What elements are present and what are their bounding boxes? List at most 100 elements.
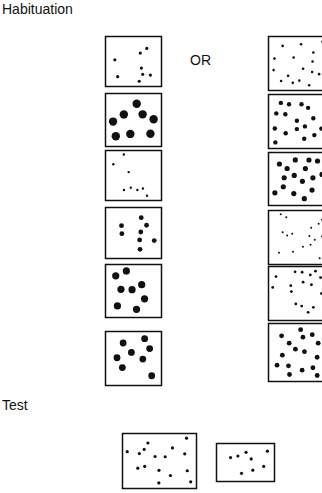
dot [298, 79, 301, 82]
dot [314, 270, 317, 273]
card-border [269, 37, 322, 91]
card-border [217, 444, 275, 482]
dot [277, 161, 282, 166]
dot [280, 353, 285, 358]
dot [285, 166, 290, 171]
dot [302, 246, 304, 248]
dot [279, 333, 284, 338]
dot [136, 189, 138, 191]
dot [293, 157, 298, 162]
dot [302, 196, 307, 201]
dot [308, 84, 311, 87]
dot [292, 251, 294, 253]
dot-array-card [106, 37, 162, 87]
dot [309, 273, 312, 276]
dot [311, 365, 316, 370]
dot [312, 306, 315, 309]
dot-array-card [106, 94, 162, 147]
dot [137, 238, 142, 243]
dot [114, 354, 121, 361]
dot-array-card [269, 153, 322, 206]
dot [306, 157, 311, 162]
dot [282, 175, 287, 180]
card-border [106, 94, 162, 147]
dot [171, 446, 174, 449]
dot-array-card [217, 444, 275, 482]
dot [112, 272, 119, 279]
dot [149, 115, 157, 123]
dot [300, 368, 305, 373]
dot [164, 455, 167, 458]
dot [280, 80, 283, 83]
dot [286, 363, 291, 368]
dot [319, 172, 322, 177]
dot-array-card [269, 37, 322, 91]
dot [114, 302, 121, 309]
dot [272, 190, 277, 195]
dot [300, 305, 303, 308]
dot-array-card [106, 265, 162, 318]
dot [133, 100, 141, 108]
dot [138, 281, 145, 288]
dot [112, 163, 114, 165]
dot [300, 43, 303, 46]
dot [119, 364, 126, 371]
dot-array-card [123, 434, 197, 489]
phase-label: Test [2, 398, 28, 413]
dot [138, 452, 141, 455]
dot [293, 347, 298, 352]
dot [143, 465, 146, 468]
dot [320, 292, 322, 295]
dot [138, 80, 141, 83]
dot [321, 219, 322, 221]
dot [289, 284, 292, 287]
dot [302, 67, 305, 70]
dot [287, 102, 291, 106]
dot [127, 171, 129, 173]
dot [146, 130, 154, 138]
dot [281, 45, 284, 48]
dot [280, 213, 282, 215]
dot [141, 335, 148, 342]
dot-array-card [269, 211, 322, 265]
card-border [269, 153, 322, 206]
dot [119, 231, 124, 236]
dot [236, 454, 239, 457]
dot [113, 58, 116, 61]
dot [318, 73, 321, 76]
dot [120, 110, 128, 118]
dot [312, 133, 316, 137]
dot [144, 223, 149, 228]
dot [306, 106, 310, 110]
dot [145, 47, 148, 50]
dot [279, 101, 283, 105]
card-border [106, 265, 162, 318]
dot [123, 189, 125, 191]
dot [128, 349, 135, 356]
dot-array-card [106, 208, 162, 259]
dot [143, 448, 146, 451]
dot-array-card [269, 267, 322, 321]
card-border [269, 95, 322, 149]
dot [138, 247, 143, 252]
dot [290, 290, 293, 293]
card-border [269, 211, 322, 265]
dot [321, 40, 322, 43]
card-border [269, 267, 322, 321]
dot [146, 441, 149, 444]
dot [140, 66, 143, 69]
dot-array-card [106, 151, 162, 201]
dot [146, 345, 153, 352]
dot [310, 227, 312, 229]
dot [133, 306, 140, 313]
dot [310, 175, 315, 180]
dot [240, 472, 243, 475]
dot [292, 82, 295, 85]
dot [266, 450, 269, 453]
dot [291, 233, 293, 235]
dot [315, 355, 320, 360]
dot [117, 286, 124, 293]
dot [273, 126, 277, 130]
dot [250, 457, 253, 460]
